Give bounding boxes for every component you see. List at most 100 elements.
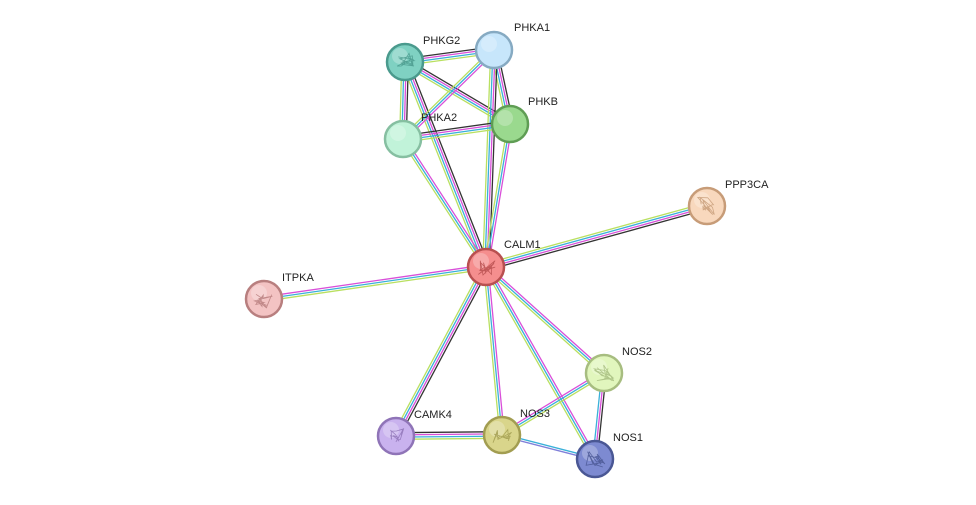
edge-evidence-line — [488, 50, 498, 268]
node-highlight — [481, 36, 497, 52]
edge-evidence-line — [485, 266, 596, 460]
edge-phkg2-calm1 — [401, 60, 490, 269]
edge-evidence-line — [486, 206, 708, 269]
edge-evidence-line — [405, 61, 488, 267]
node-highlight — [392, 48, 408, 64]
protein-structure-icon — [593, 364, 615, 382]
edge-calm1-nos3 — [483, 266, 505, 436]
node-phka1[interactable]: PHKA1 — [474, 22, 550, 70]
edge-evidence-line — [486, 50, 496, 268]
protein-structure-icon — [478, 260, 496, 276]
edge-evidence-line — [394, 266, 486, 436]
node-phkg2[interactable]: PHKG2 — [385, 35, 460, 82]
edge-evidence-line — [487, 266, 505, 435]
edge-evidence-line — [404, 51, 496, 142]
node-circle[interactable] — [687, 186, 727, 226]
edge-evidence-line — [485, 266, 605, 374]
node-phka2[interactable]: PHKA2 — [383, 112, 457, 159]
edge-evidence-line — [401, 47, 493, 138]
protein-structure-icon — [492, 428, 512, 443]
edge-evidence-line — [500, 370, 604, 434]
edge-evidence-line — [392, 265, 484, 435]
edge-phka2-calm1 — [400, 137, 489, 269]
node-label: PPP3CA — [725, 179, 769, 191]
edge-evidence-line — [483, 267, 501, 436]
edge-evidence-line — [483, 123, 509, 267]
node-highlight — [473, 253, 489, 269]
edge-evidence-line — [484, 202, 707, 265]
protein-structure-icon — [585, 450, 606, 468]
node-circle[interactable] — [466, 247, 506, 287]
edge-evidence-line — [486, 208, 709, 271]
node-circle[interactable] — [383, 119, 423, 159]
edge-evidence-line — [400, 139, 485, 269]
edge-evidence-line — [483, 267, 594, 461]
edge-evidence-line — [263, 264, 486, 298]
node-highlight — [489, 421, 505, 437]
node-nos2[interactable]: NOS2 — [584, 346, 652, 393]
node-nos1[interactable]: NOS1 — [575, 432, 643, 479]
edge-evidence-line — [484, 49, 494, 267]
node-label: PHKA2 — [421, 112, 457, 124]
node-label: PHKA1 — [514, 22, 550, 34]
edge-evidence-line — [404, 137, 489, 267]
node-circle[interactable] — [584, 353, 624, 393]
node-label: CALM1 — [504, 239, 541, 251]
edge-evidence-line — [264, 268, 487, 302]
node-label: PHKG2 — [423, 35, 460, 47]
protein-structure-icon — [390, 428, 405, 443]
node-circle[interactable] — [575, 439, 615, 479]
node-label: ITPKA — [282, 272, 314, 284]
node-itpka[interactable]: ITPKA — [244, 272, 314, 319]
edge-evidence-line — [485, 123, 511, 268]
edge-nos3-nos2 — [500, 370, 606, 438]
edge-evidence-line — [487, 265, 598, 459]
edge-calm1-nos1 — [483, 265, 598, 461]
edge-phka1-phka2 — [401, 47, 496, 142]
node-label: PHKB — [528, 96, 558, 108]
edge-evidence-line — [485, 266, 503, 436]
node-label: NOS2 — [622, 346, 652, 358]
protein-structure-icon — [396, 52, 416, 67]
node-circle[interactable] — [490, 104, 530, 144]
node-camk4[interactable]: CAMK4 — [376, 409, 452, 456]
edge-calm1-camk4 — [392, 265, 490, 438]
edge-evidence-line — [403, 62, 486, 268]
edge-evidence-line — [407, 60, 490, 267]
node-ppp3ca[interactable]: PPP3CA — [687, 179, 769, 226]
protein-structure-icon — [696, 196, 715, 215]
node-label: CAMK4 — [414, 409, 452, 421]
edge-evidence-line — [404, 62, 510, 126]
node-highlight — [497, 110, 513, 126]
edge-evidence-line — [406, 58, 513, 122]
node-calm1[interactable]: CALM1 — [466, 239, 541, 287]
protein-structure-icon — [253, 293, 273, 309]
edge-ppp3ca-calm1 — [484, 202, 709, 271]
edge-evidence-line — [398, 268, 490, 438]
node-label: NOS1 — [613, 432, 643, 444]
edge-evidence-line — [487, 264, 606, 372]
node-phkb[interactable]: PHKB — [490, 96, 558, 144]
edge-evidence-line — [396, 267, 488, 437]
node-circle[interactable] — [244, 279, 284, 319]
edge-evidence-line — [484, 268, 603, 376]
edge-evidence-line — [482, 49, 492, 267]
edge-evidence-line — [263, 266, 487, 300]
node-highlight — [390, 125, 406, 141]
node-nos3[interactable]: NOS3 — [482, 408, 550, 455]
edge-itpka-calm1 — [263, 264, 487, 302]
node-circle[interactable] — [482, 415, 522, 455]
edge-evidence-line — [401, 62, 484, 269]
edge-evidence-line — [402, 138, 487, 268]
node-circle[interactable] — [474, 30, 514, 70]
edge-evidence-line — [485, 204, 707, 267]
edge-phkb-calm1 — [483, 123, 513, 268]
edge-evidence-line — [487, 124, 513, 268]
edge-evidence-line — [402, 49, 495, 140]
node-circle[interactable] — [385, 42, 425, 82]
edge-calm1-nos2 — [484, 264, 606, 376]
node-label: NOS3 — [520, 408, 550, 420]
edge-evidence-line — [501, 372, 605, 436]
